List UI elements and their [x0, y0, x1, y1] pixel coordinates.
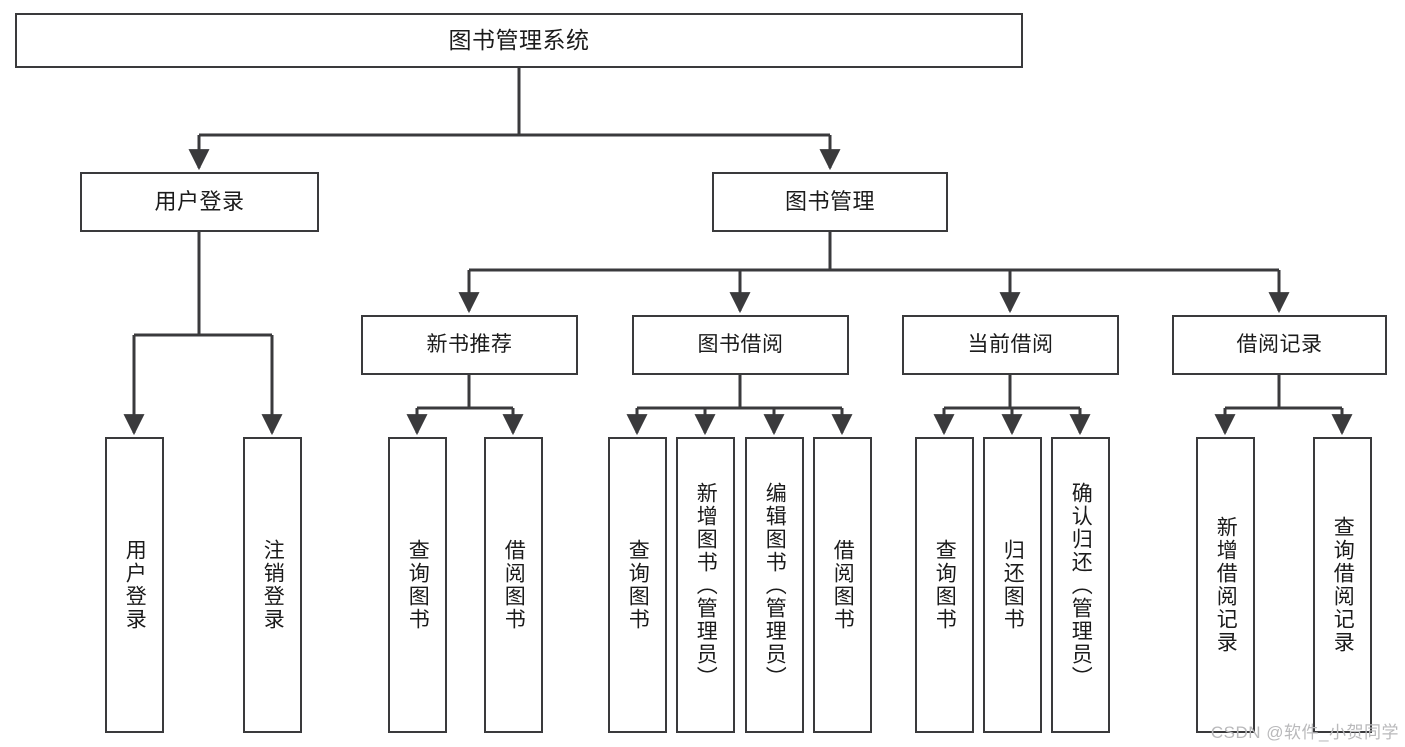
- node-leaf-confirm-return-label: 确认归还（管理员）: [1069, 481, 1093, 689]
- node-borrow-record[interactable]: 借阅记录: [1172, 315, 1387, 375]
- node-leaf-return-book-label: 归还图书: [1001, 539, 1025, 631]
- node-leaf-borrow-book-2[interactable]: 借阅图书: [813, 437, 872, 733]
- node-book-borrow-label: 图书借阅: [697, 332, 784, 356]
- node-new-book-rec[interactable]: 新书推荐: [361, 315, 578, 375]
- node-leaf-query-record-label: 查询借阅记录: [1331, 516, 1355, 654]
- node-leaf-query-book-3-label: 查询图书: [933, 539, 957, 631]
- node-leaf-query-book-2[interactable]: 查询图书: [608, 437, 667, 733]
- node-leaf-query-book-2-label: 查询图书: [626, 539, 650, 631]
- node-leaf-confirm-return[interactable]: 确认归还（管理员）: [1051, 437, 1110, 733]
- node-leaf-add-record-label: 新增借阅记录: [1214, 516, 1238, 654]
- node-current-borrow[interactable]: 当前借阅: [902, 315, 1119, 375]
- node-leaf-query-book-3[interactable]: 查询图书: [915, 437, 974, 733]
- node-leaf-add-book-label: 新增图书（管理员）: [694, 481, 718, 689]
- node-book-manage-label: 图书管理: [784, 189, 875, 215]
- node-leaf-logout[interactable]: 注销登录: [243, 437, 302, 733]
- node-leaf-user-login[interactable]: 用户登录: [105, 437, 164, 733]
- node-leaf-logout-label: 注销登录: [261, 539, 285, 631]
- node-leaf-user-login-label: 用户登录: [123, 539, 147, 631]
- node-user-login[interactable]: 用户登录: [80, 172, 319, 232]
- node-user-login-label: 用户登录: [154, 189, 245, 215]
- node-root-label: 图书管理系统: [448, 26, 590, 53]
- node-current-borrow-label: 当前借阅: [967, 332, 1054, 356]
- node-leaf-add-record[interactable]: 新增借阅记录: [1196, 437, 1255, 733]
- node-borrow-record-label: 借阅记录: [1236, 332, 1323, 356]
- node-root[interactable]: 图书管理系统: [15, 13, 1023, 68]
- node-leaf-edit-book[interactable]: 编辑图书（管理员）: [745, 437, 804, 733]
- node-leaf-edit-book-label: 编辑图书（管理员）: [763, 481, 787, 689]
- node-book-manage[interactable]: 图书管理: [712, 172, 948, 232]
- node-new-book-rec-label: 新书推荐: [426, 332, 513, 356]
- node-leaf-add-book[interactable]: 新增图书（管理员）: [676, 437, 735, 733]
- node-book-borrow[interactable]: 图书借阅: [632, 315, 849, 375]
- node-leaf-return-book[interactable]: 归还图书: [983, 437, 1042, 733]
- node-leaf-borrow-book-2-label: 借阅图书: [831, 539, 855, 631]
- node-leaf-query-book-1-label: 查询图书: [406, 539, 430, 631]
- node-leaf-borrow-book-1-label: 借阅图书: [502, 539, 526, 631]
- watermark: CSDN @软件_小贺同学: [1210, 723, 1399, 742]
- node-leaf-query-record[interactable]: 查询借阅记录: [1313, 437, 1372, 733]
- node-leaf-borrow-book-1[interactable]: 借阅图书: [484, 437, 543, 733]
- node-leaf-query-book-1[interactable]: 查询图书: [388, 437, 447, 733]
